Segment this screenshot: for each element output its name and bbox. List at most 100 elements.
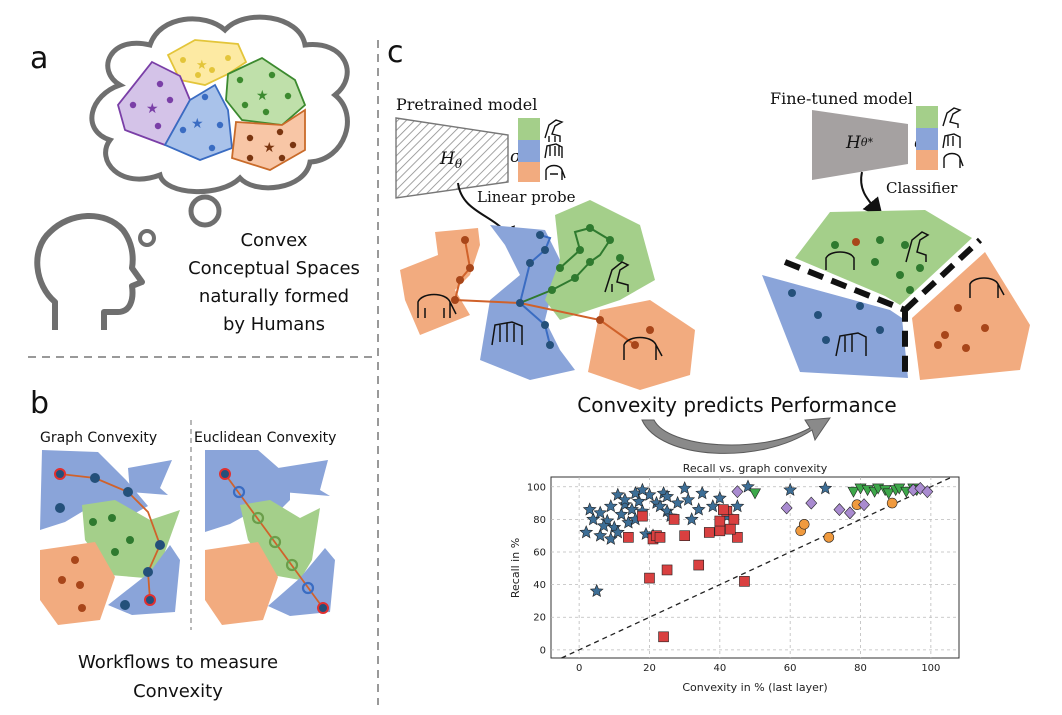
svg-text:★: ★: [263, 140, 276, 156]
point-star: [593, 528, 608, 542]
point-square: [714, 515, 726, 527]
elephant-icon-probe-1: [417, 293, 457, 318]
point-star: [695, 486, 710, 500]
zebra-icon-ft: [942, 133, 961, 149]
point-star: [582, 502, 597, 516]
point-square: [739, 576, 750, 587]
caption-a-line-1: Convex: [240, 230, 307, 251]
x-axis-label: Convexity in % (last layer): [682, 681, 827, 694]
point-star: [730, 499, 745, 513]
euclidean-convexity-title: Euclidean Convexity: [194, 430, 336, 446]
point-triangle: [748, 488, 762, 500]
output-blue-pre: [518, 140, 540, 162]
point-square: [714, 525, 726, 537]
panel-letter-a: a: [30, 41, 48, 76]
point-square: [679, 530, 690, 542]
pretrained-model-title: Pretrained model: [396, 95, 537, 114]
marks-layer: [579, 479, 934, 643]
svg-text:★: ★: [146, 101, 159, 117]
elephant-icon-ft-green: [825, 251, 855, 270]
point-star: [712, 490, 727, 505]
point-star: [783, 482, 798, 496]
panel-letter-c: c: [387, 35, 404, 70]
point-star: [603, 499, 618, 513]
point-star: [691, 502, 706, 516]
human-head-icon: [34, 213, 145, 330]
point-star: [624, 502, 639, 516]
y-axis-label: Recall in %: [509, 538, 522, 598]
convexity-predicts-performance: Convexity predicts Performance: [577, 393, 896, 417]
point-square: [732, 532, 743, 543]
point-star: [681, 492, 696, 506]
point-star: [653, 499, 667, 513]
x-tick-label: 60: [784, 663, 797, 674]
output-orange-pre: [518, 162, 540, 182]
x-tick-label: 100: [921, 663, 940, 674]
caption-b-line-2: Convexity: [133, 681, 223, 702]
zebra-icon-probe: [491, 321, 523, 346]
point-diamond: [833, 503, 846, 517]
classifier-label: Classifier: [886, 179, 958, 197]
classifier-arrow: [860, 171, 884, 219]
predicts-arrow: [641, 417, 832, 454]
output-green-pre: [518, 118, 540, 140]
point-diamond: [731, 485, 744, 499]
caption-b-line-1: Workflows to measure: [78, 652, 278, 673]
output-blue-ft: [916, 128, 938, 150]
caption-a-line-3: naturally formed: [199, 286, 349, 307]
point-star: [579, 525, 594, 539]
point-square: [703, 527, 715, 538]
x-tick-label: 80: [854, 663, 867, 674]
point-square: [623, 532, 634, 543]
point-star: [589, 583, 604, 598]
point-diamond: [858, 498, 870, 512]
y-tick-label: 80: [533, 515, 546, 526]
point-square: [644, 572, 655, 584]
point-circle: [886, 497, 898, 509]
point-square: [718, 504, 729, 515]
elephant-icon-probe-2: [623, 336, 663, 360]
pretrained-encoder: [395, 117, 509, 199]
point-square: [668, 514, 680, 525]
point-star: [593, 505, 608, 519]
point-triangle: [847, 486, 860, 498]
point-diamond: [780, 501, 793, 515]
svg-text:★: ★: [191, 116, 204, 132]
point-diamond: [805, 496, 818, 510]
point-star: [631, 494, 646, 508]
point-square: [725, 523, 736, 535]
panel-b-caption: Workflows to measure Convexity: [78, 652, 278, 702]
x-tick-label: 40: [713, 663, 726, 674]
output-orange-ft: [916, 150, 938, 170]
point-star: [677, 481, 692, 495]
finetuned-encoder: [812, 110, 908, 180]
probe-space: [400, 200, 695, 390]
point-star: [610, 525, 625, 539]
svg-text:★: ★: [196, 58, 208, 73]
euclidean-convexity-diagram: [205, 450, 335, 625]
elephant-icon-ft: [943, 152, 964, 168]
point-star: [610, 487, 625, 501]
point-star: [614, 507, 629, 521]
h-theta-star-symbol: Hθ*: [845, 133, 873, 153]
point-circle: [798, 518, 810, 530]
giraffe-icon: [544, 119, 564, 142]
point-square: [661, 564, 673, 576]
y-tick-label: 100: [527, 482, 546, 493]
point-diamond: [844, 506, 856, 520]
giraffe-icon-probe: [604, 261, 630, 293]
finetuned-model-title: Fine-tuned model: [770, 89, 913, 108]
graph-convexity-diagram: [40, 450, 180, 625]
region-green: [225, 56, 307, 126]
point-square: [728, 514, 740, 525]
elephant-icon-ft-orange: [969, 277, 1005, 298]
point-square: [637, 510, 648, 522]
h-theta-symbol: Hθ: [439, 149, 463, 171]
y-tick-label: 60: [533, 548, 546, 559]
finetuned-space: [762, 210, 1030, 380]
caption-a-line-4: by Humans: [223, 314, 325, 335]
point-triangle: [882, 488, 895, 500]
point-star: [670, 495, 685, 509]
point-star: [660, 489, 675, 503]
